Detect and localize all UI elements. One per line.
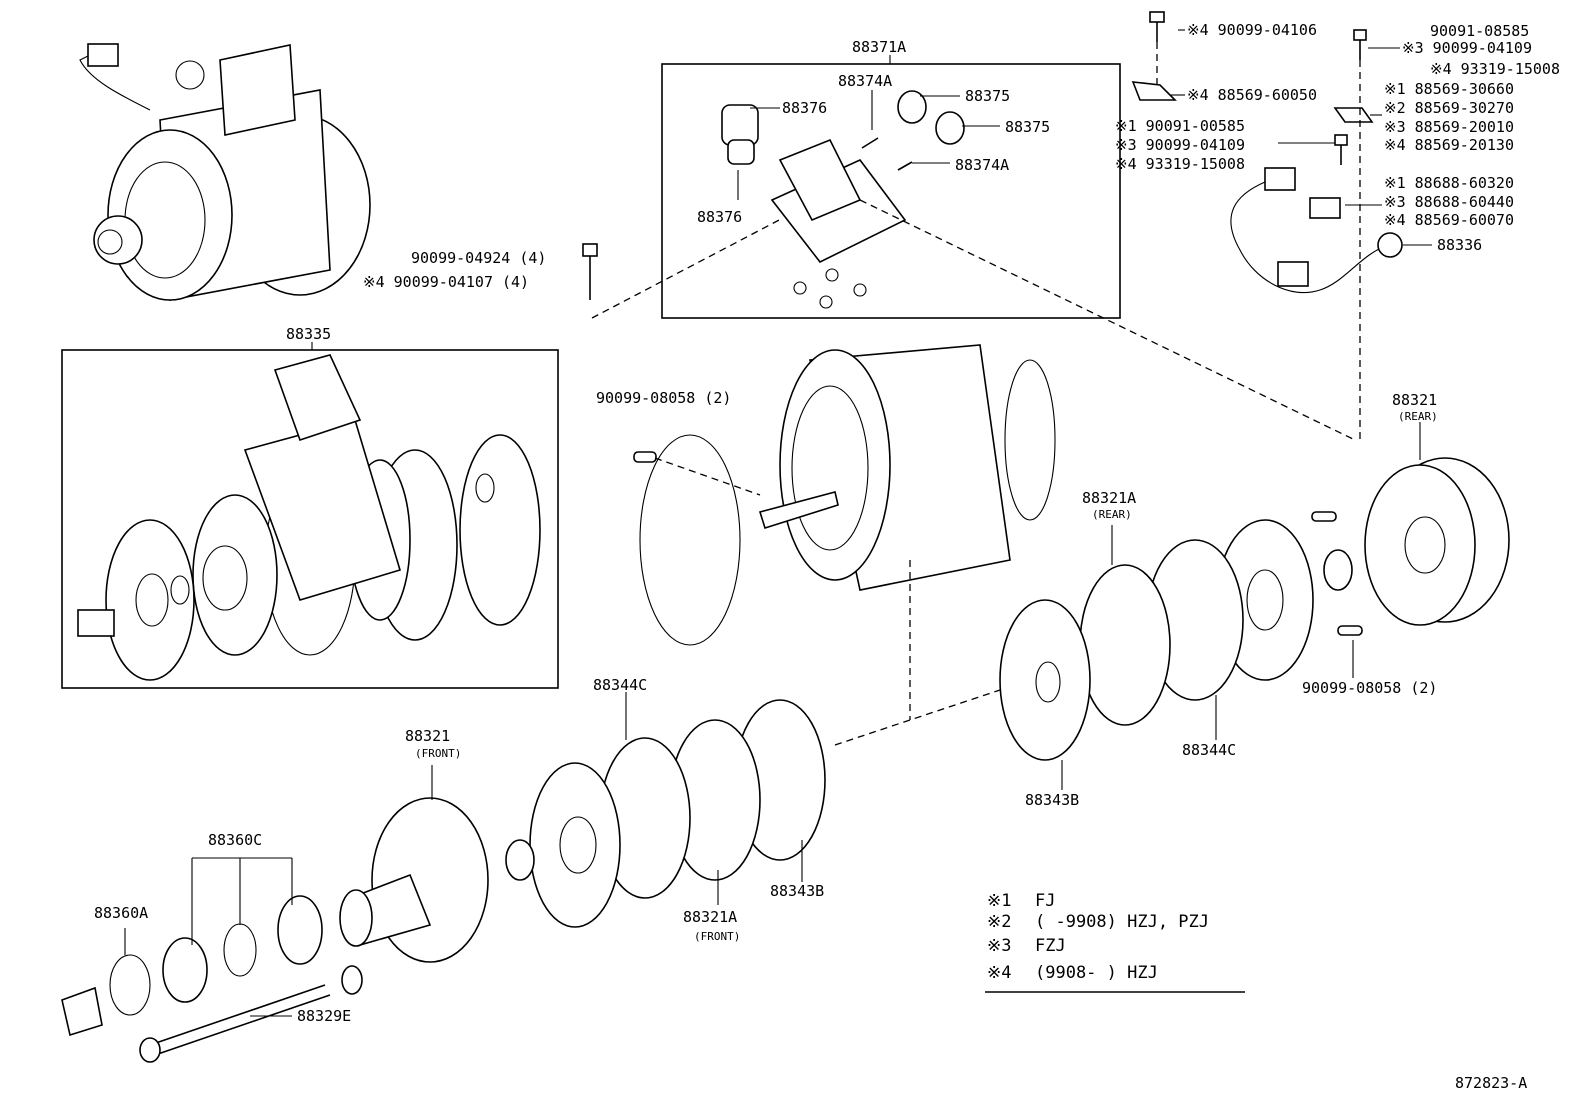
- label-88321A-rear: 88321A: [1082, 489, 1136, 507]
- compressor-body-illustration: [633, 344, 1056, 646]
- label-88376-a: 88376: [782, 99, 827, 117]
- legend: ※1 FJ ※2 ( -9908) HZJ, PZJ ※3 FZJ ※4 (99…: [987, 891, 1209, 983]
- valve-plate-stack-rear-illustration: [999, 519, 1314, 761]
- label-88374A-b: 88374A: [955, 156, 1009, 174]
- label-88329E: 88329E: [297, 1007, 351, 1025]
- label-pin-top: 90099-08058 (2): [596, 389, 731, 407]
- label-88321-front: 88321: [405, 727, 450, 745]
- legend-text: FZJ: [1035, 936, 1066, 956]
- callout: ※4 88569-60070: [1384, 211, 1514, 229]
- label-88375-a: 88375: [965, 87, 1010, 105]
- callout: ※3 90099-04109: [1402, 39, 1532, 57]
- label-front-a: (FRONT): [694, 930, 740, 943]
- callout: ※3 90099-04109: [1115, 136, 1245, 154]
- label-88344C-left: 88344C: [593, 676, 647, 694]
- callout: ※4 90099-04106: [1187, 21, 1317, 39]
- callout: ※4 88569-20130: [1384, 136, 1514, 154]
- 88371A-frame: [661, 63, 1121, 319]
- label-88336: 88336: [1437, 236, 1482, 254]
- diagram-id: 872823-A: [1455, 1074, 1527, 1092]
- label-88376-b: 88376: [697, 208, 742, 226]
- label-88335: 88335: [286, 325, 331, 343]
- label-pin-right: 90099-08058 (2): [1302, 679, 1437, 697]
- compressor-exploded-illustration: [77, 354, 541, 681]
- compressor-assembly-illustration: [79, 43, 371, 301]
- label-88375-b: 88375: [1005, 118, 1050, 136]
- callout: ※4 93319-15008: [1115, 155, 1245, 173]
- dashed-guide-lines: [591, 42, 1361, 746]
- label-bolt-b: ※4 90099-04107 (4): [363, 273, 529, 291]
- label-front-b: (FRONT): [415, 747, 461, 760]
- label-88344C-right: 88344C: [1182, 741, 1236, 759]
- 88335-frame: [61, 349, 559, 689]
- callout: ※4 88569-60050: [1187, 86, 1317, 104]
- legend-text: (9908- ) HZJ: [1035, 963, 1158, 983]
- callout: ※1 88688-60320: [1384, 174, 1514, 192]
- label-88321-rear: 88321: [1392, 391, 1437, 409]
- leader-lines: [124, 29, 1432, 1017]
- legend-text: FJ: [1035, 891, 1055, 911]
- legend-text: ( -9908) HZJ, PZJ: [1035, 912, 1209, 932]
- valve-housing-illustration: [721, 90, 965, 309]
- rear-housing-illustration: [1311, 457, 1510, 636]
- callout: ※2 88569-30270: [1384, 99, 1514, 117]
- label-88360A: 88360A: [94, 904, 148, 922]
- legend-mark: ※4: [987, 963, 1011, 983]
- label-88321A-front: 88321A: [683, 908, 737, 926]
- label-88374A-top: 88374A: [838, 72, 892, 90]
- sensor-harness-illustration: [1131, 11, 1403, 294]
- label-88343B-left: 88343B: [770, 882, 824, 900]
- callout: ※1 88569-30660: [1384, 80, 1514, 98]
- label-88360C: 88360C: [208, 831, 262, 849]
- callout: ※3 88688-60440: [1384, 193, 1514, 211]
- legend-mark: ※3: [987, 936, 1011, 956]
- bolt-illustration: [582, 243, 598, 300]
- callout: ※4 93319-15008: [1430, 60, 1560, 78]
- label-rear-a: (REAR): [1398, 410, 1438, 423]
- label-bolt-a: 90099-04924 (4): [411, 249, 546, 267]
- valve-plate-stack-front-illustration: [505, 699, 826, 928]
- label-88371A: 88371A: [852, 38, 906, 56]
- callout: ※3 88569-20010: [1384, 118, 1514, 136]
- legend-mark: ※2: [987, 912, 1011, 932]
- callout: 90091-08585: [1430, 22, 1529, 40]
- legend-mark: ※1: [987, 891, 1011, 911]
- label-88343B-right: 88343B: [1025, 791, 1079, 809]
- label-rear-b: (REAR): [1092, 508, 1132, 521]
- callout: ※1 90091-00585: [1115, 117, 1245, 135]
- front-housing-illustration: [61, 797, 489, 1063]
